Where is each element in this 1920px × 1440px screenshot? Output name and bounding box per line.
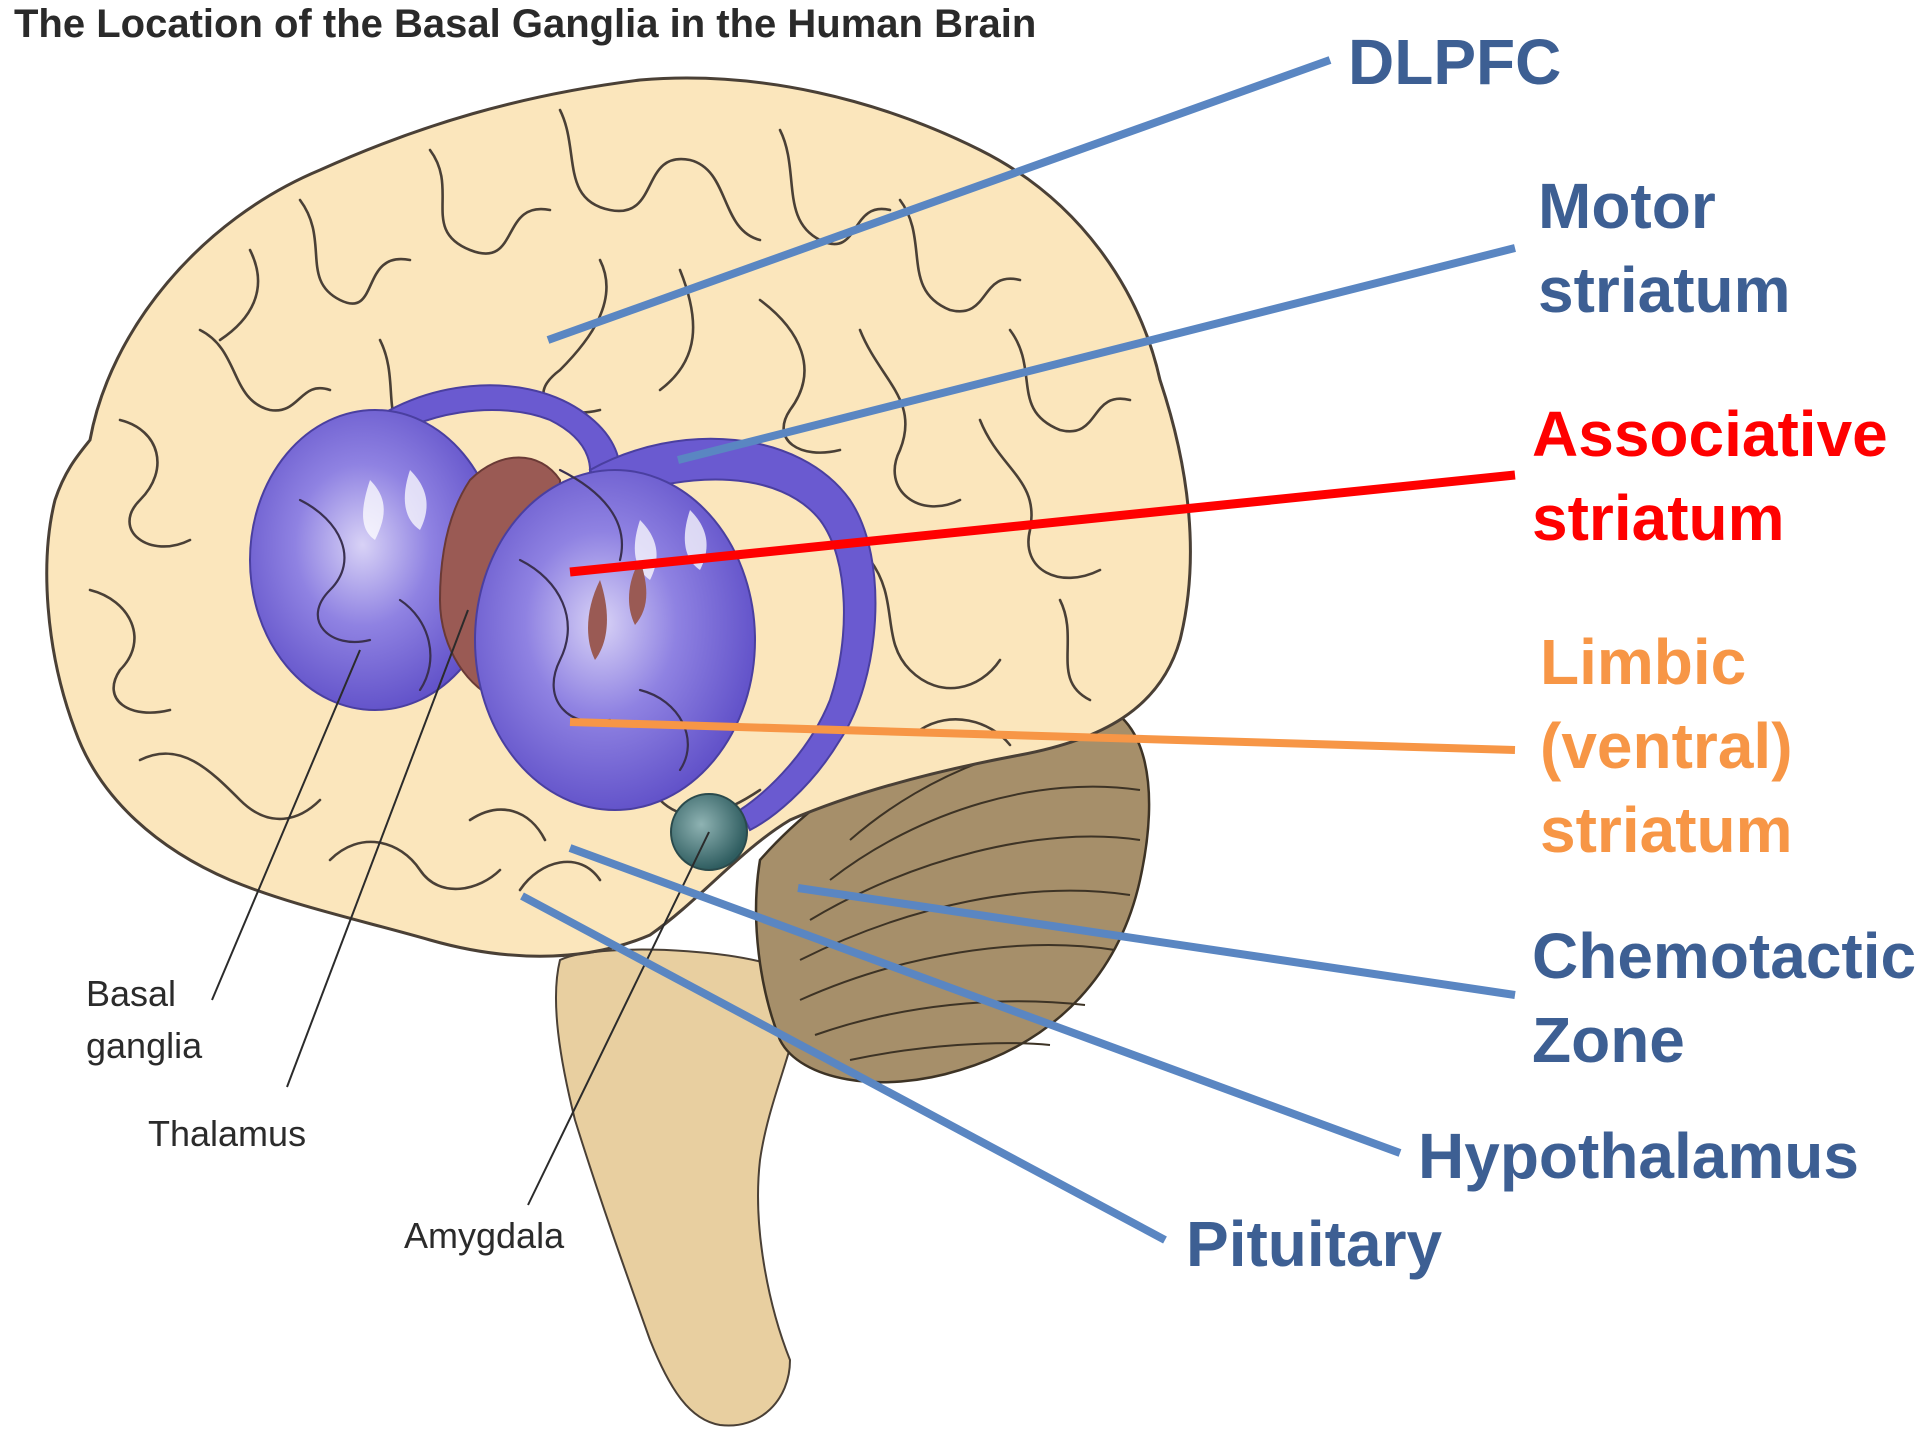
label-motor-striatum: Motor striatum xyxy=(1538,164,1791,332)
label-amygdala: Amygdala xyxy=(404,1210,564,1262)
label-chemotactic-line1: Chemotactic xyxy=(1532,914,1916,998)
label-chemotactic-line2: Zone xyxy=(1532,998,1916,1082)
label-basal-ganglia: Basal ganglia xyxy=(86,968,202,1072)
label-limbic-line2: (ventral) xyxy=(1540,704,1793,788)
basal-ganglia-right xyxy=(475,470,755,810)
label-motor-line2: striatum xyxy=(1538,248,1791,332)
label-motor-line1: Motor xyxy=(1538,164,1791,248)
label-associative-line1: Associative xyxy=(1532,392,1888,476)
label-limbic-line3: striatum xyxy=(1540,788,1793,872)
label-pituitary: Pituitary xyxy=(1186,1202,1442,1286)
label-dlpfc-text: DLPFC xyxy=(1348,20,1561,104)
label-basal-ganglia-line1: Basal xyxy=(86,968,202,1020)
label-hypothalamus: Hypothalamus xyxy=(1418,1114,1859,1198)
label-hypothalamus-text: Hypothalamus xyxy=(1418,1114,1859,1198)
label-limbic-striatum: Limbic (ventral) striatum xyxy=(1540,620,1793,872)
label-pituitary-text: Pituitary xyxy=(1186,1202,1442,1286)
label-basal-ganglia-line2: ganglia xyxy=(86,1020,202,1072)
label-associative-striatum: Associative striatum xyxy=(1532,392,1888,560)
label-associative-line2: striatum xyxy=(1532,476,1888,560)
label-chemotactic-zone: Chemotactic Zone xyxy=(1532,914,1916,1082)
figure-title: The Location of the Basal Ganglia in the… xyxy=(14,2,1036,47)
label-dlpfc: DLPFC xyxy=(1348,20,1561,104)
label-thalamus: Thalamus xyxy=(148,1108,306,1160)
label-limbic-line1: Limbic xyxy=(1540,620,1793,704)
